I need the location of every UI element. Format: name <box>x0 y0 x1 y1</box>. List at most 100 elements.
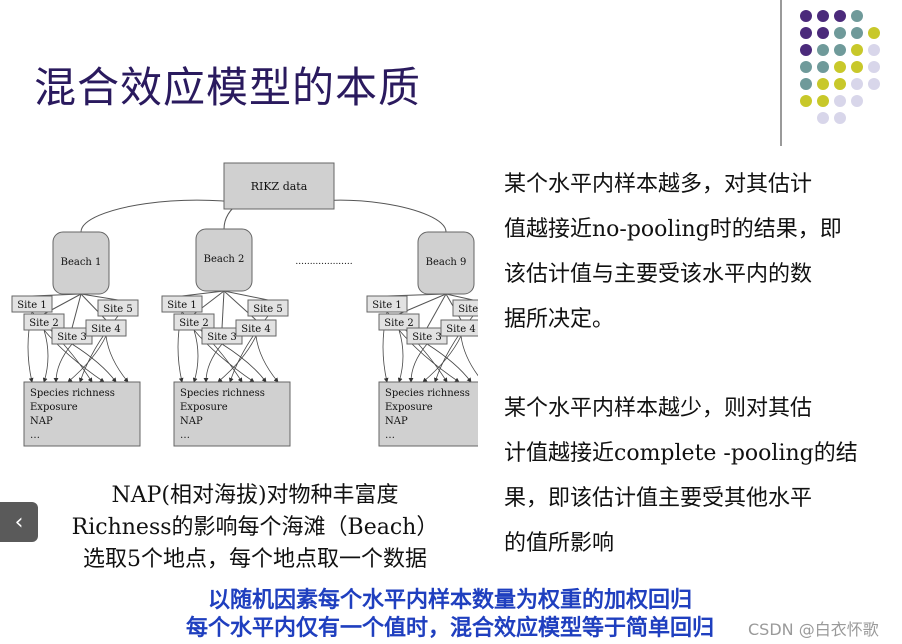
root-label: RIKZ data <box>251 180 308 193</box>
outcome-label: Exposure <box>30 402 78 413</box>
site-to-outcome-arrow <box>67 335 107 383</box>
site-node <box>247 299 289 317</box>
caption-line: 选取5个地点，每个地点取一个数据 <box>83 547 427 572</box>
caption-line: Richness的影响每个海滩（Beach） <box>71 515 439 540</box>
beach-label: Beach 1 <box>61 257 102 268</box>
beach-label: Beach 9 <box>426 257 467 268</box>
site-label: Site 3 <box>57 332 87 343</box>
beach-to-site-edge <box>221 290 225 329</box>
site-to-outcome-arrow <box>192 329 199 383</box>
site-node <box>11 295 53 313</box>
site-to-outcome-arrow <box>408 343 428 383</box>
site-to-outcome-arrow <box>460 335 478 377</box>
site-node <box>235 319 277 337</box>
outcome-label: Species richness <box>385 388 470 399</box>
decorative-dot <box>817 44 829 56</box>
outcome-label: … <box>180 430 190 441</box>
paragraph-line: 果，即该估计值主要受其他水平 <box>504 486 813 511</box>
site-label: Site 2 <box>384 318 414 329</box>
site-node <box>23 313 65 331</box>
site-node <box>366 295 408 313</box>
beach-to-site-edge <box>71 293 82 329</box>
summary-line: 以随机因素每个水平内样本数量为权重的加权回归 <box>207 587 692 613</box>
beach-node <box>417 231 475 295</box>
site-label: Site 5 <box>253 304 283 315</box>
decorative-dot <box>868 61 880 73</box>
ellipsis-label: .................... <box>295 257 352 267</box>
paragraph-line: 计值越接近complete -pooling的结 <box>504 441 858 466</box>
site-label: Site 2 <box>179 318 209 329</box>
decorative-dot <box>851 10 863 22</box>
outcome-box <box>378 381 478 447</box>
site-to-outcome-arrow <box>42 329 49 383</box>
decorative-dot <box>851 61 863 73</box>
outcome-label: … <box>30 430 40 441</box>
site-node <box>378 313 420 331</box>
decorative-dot <box>834 44 846 56</box>
site-node <box>452 299 478 317</box>
decorative-dot <box>834 78 846 90</box>
diagram-caption: NAP(相对海拔)对物种丰富度 Richness的影响每个海滩（Beach） 选… <box>40 480 470 576</box>
decorative-dot <box>851 95 863 107</box>
site-to-outcome-arrow <box>43 329 105 383</box>
paragraph-more-samples: 某个水平内样本越多，对其估计 值越接近no-pooling时的结果，即 该估计值… <box>504 162 876 342</box>
site-node <box>97 299 139 317</box>
site-to-outcome-arrow <box>422 335 462 383</box>
site-to-outcome-arrow <box>426 343 472 383</box>
decorative-dot <box>800 95 812 107</box>
prev-slide-button[interactable]: ‹ <box>0 502 38 542</box>
beach-node <box>195 228 253 292</box>
decorative-dot <box>834 27 846 39</box>
site-to-outcome-arrow <box>105 335 129 383</box>
beach-to-site-edge <box>80 293 119 301</box>
site-node <box>173 313 215 331</box>
paragraph-line: 某个水平内样本越多，对其估计 <box>504 172 813 197</box>
outcome-label: NAP <box>385 416 408 427</box>
root-node <box>223 162 335 210</box>
decorative-dot <box>834 112 846 124</box>
site-node <box>440 319 478 337</box>
outcome-label: NAP <box>30 416 53 427</box>
decorative-dot <box>851 78 863 90</box>
site-label: Site 2 <box>29 318 59 329</box>
site-label: Site 1 <box>372 300 402 311</box>
decorative-dot <box>817 78 829 90</box>
paragraph-line: 据所决定。 <box>504 307 615 332</box>
beach-to-site-edge <box>223 290 269 301</box>
decorative-dot <box>817 10 829 22</box>
site-label: Site 4 <box>91 324 121 335</box>
site-label: Site 4 <box>446 324 476 335</box>
page-title: 混合效应模型的本质 <box>34 63 422 112</box>
site-label: Site 1 <box>167 300 197 311</box>
decorative-dot <box>800 10 812 22</box>
site-label: Site 1 <box>17 300 47 311</box>
beach-to-site-edge <box>181 290 225 297</box>
decorative-dot <box>868 78 880 90</box>
site-label: Site 5 <box>458 304 478 315</box>
site-node <box>161 295 203 313</box>
divider <box>780 0 782 146</box>
decorative-dot <box>817 95 829 107</box>
paragraph-fewer-samples: 某个水平内样本越少，则对其估 计值越接近complete -pooling的结 … <box>504 386 876 566</box>
site-to-outcome-arrow <box>217 335 257 383</box>
decorative-dot <box>868 44 880 56</box>
site-to-outcome-arrow <box>203 343 223 383</box>
decorative-dot <box>868 27 880 39</box>
decorative-dot <box>800 27 812 39</box>
outcome-box <box>23 381 141 447</box>
decorative-dot <box>817 112 829 124</box>
decorative-dot <box>817 27 829 39</box>
decorative-dot <box>834 95 846 107</box>
decorative-dot <box>851 27 863 39</box>
site-to-outcome-arrow <box>397 329 404 383</box>
outcome-label: … <box>385 430 395 441</box>
beach-to-site-edge <box>445 293 474 301</box>
site-label: Site 5 <box>103 304 133 315</box>
paragraph-line: 值越接近no-pooling时的结果，即 <box>504 217 842 242</box>
beach-node <box>52 231 110 295</box>
chevron-left-icon: ‹ <box>14 509 24 535</box>
site-label: Site 3 <box>207 332 237 343</box>
outcome-label: Species richness <box>30 388 115 399</box>
